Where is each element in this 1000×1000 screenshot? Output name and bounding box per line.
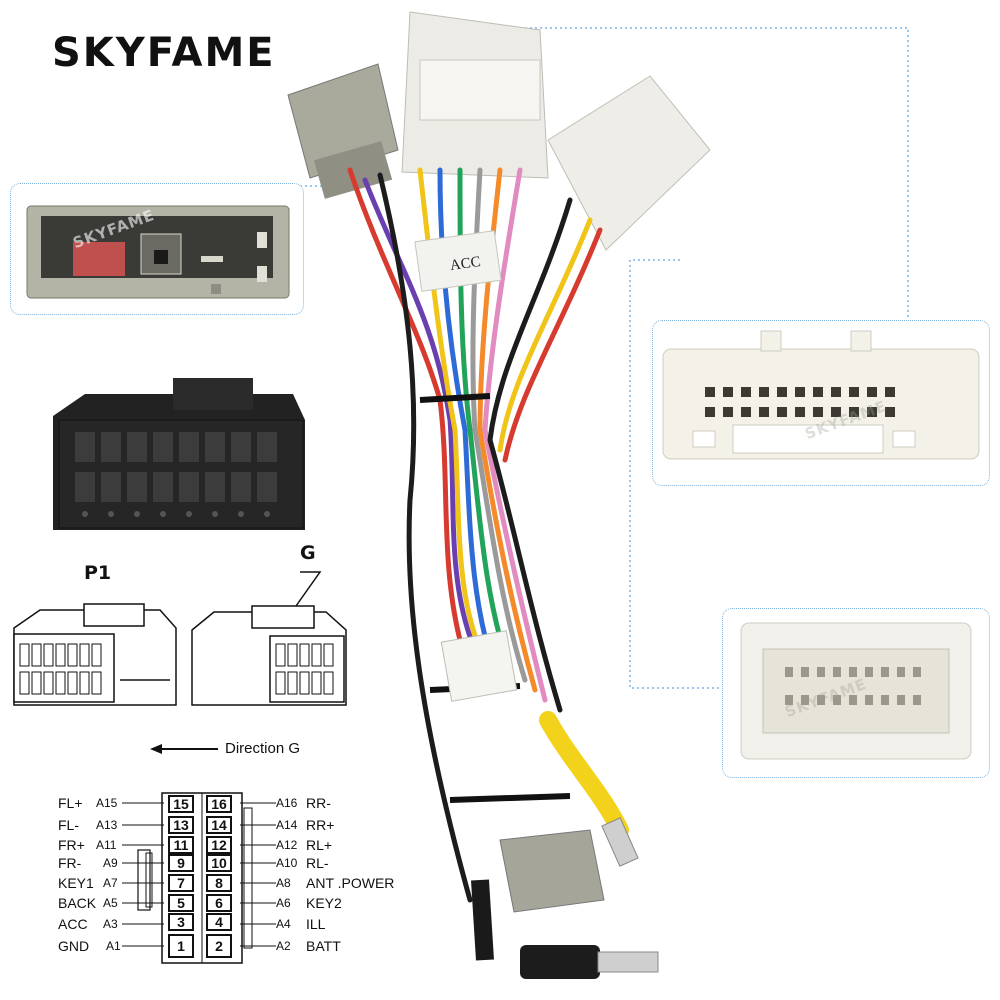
connector-inset-white-top: SKYFAME — [652, 320, 990, 486]
black-connector-photo — [53, 378, 305, 530]
connector-inset-grey: SKYFAME — [10, 183, 304, 315]
wiring-harness-photo — [287, 11, 711, 979]
direction-arrow-icon — [150, 744, 218, 754]
connector-label-g: G — [300, 542, 316, 564]
direction-label: Direction G — [225, 740, 301, 757]
connector-label-p1: P1 — [84, 562, 112, 584]
grey-connector-face — [26, 205, 290, 299]
white-connector-face-bottom — [740, 622, 972, 760]
brand-logo: SKYFAME — [52, 30, 276, 76]
connector-inset-white-bottom: SKYFAME — [722, 608, 990, 778]
white-connector-face-top — [662, 330, 980, 460]
connector-drawings — [13, 571, 347, 754]
